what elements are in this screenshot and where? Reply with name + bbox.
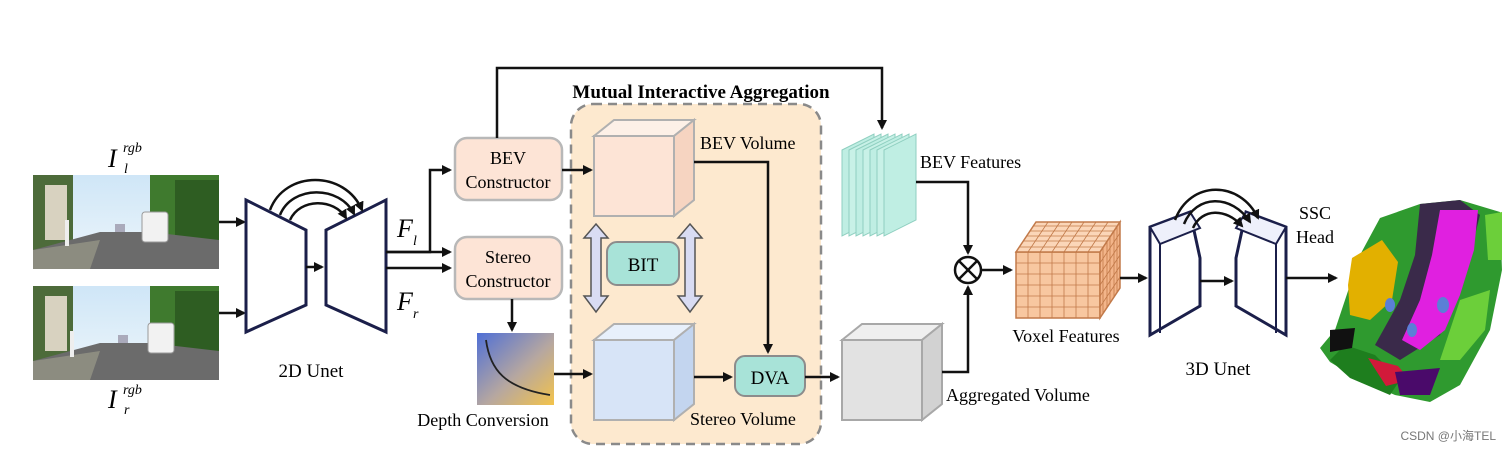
- right-image: [33, 286, 219, 380]
- bev-constructor: BEV Constructor: [453, 136, 564, 202]
- unet-3d-label: 3D Unet: [1186, 359, 1252, 380]
- svg-text:I: I: [107, 385, 118, 414]
- stereo-volume-label: Stereo Volume: [690, 409, 796, 429]
- svg-text:DVA: DVA: [751, 368, 790, 389]
- svg-text:rgb: rgb: [123, 383, 142, 398]
- svg-text:Constructor: Constructor: [466, 172, 551, 192]
- label-f-left: F l: [396, 214, 417, 249]
- left-image: [33, 175, 219, 269]
- label-f-right: F r: [396, 287, 419, 322]
- label-i-right: I rgb r: [107, 383, 142, 418]
- bev-features-stack: [841, 133, 917, 237]
- bit-double-arrow-right: [676, 222, 704, 314]
- unet-2d-label: 2D Unet: [279, 361, 345, 382]
- bit-block: BIT: [606, 241, 680, 286]
- bev-volume-cube: [591, 117, 697, 219]
- svg-text:Constructor: Constructor: [466, 271, 551, 291]
- ssc-head-label-1: SSC: [1299, 203, 1331, 223]
- stereo-volume-cube: [591, 321, 697, 423]
- svg-text:rgb: rgb: [123, 141, 142, 156]
- depth-conversion-plot: [477, 333, 554, 405]
- svg-text:F: F: [396, 214, 414, 243]
- svg-text:Stereo: Stereo: [485, 247, 531, 267]
- depth-conversion-label: Depth Conversion: [417, 410, 548, 430]
- aggregated-volume-cube: [839, 321, 945, 423]
- label-i-left: I rgb l: [107, 141, 142, 177]
- svg-text:BEV: BEV: [490, 148, 526, 168]
- svg-text:l: l: [413, 234, 417, 249]
- unet-2d: 2D Unet: [244, 178, 388, 382]
- voxel-features-cube: [1014, 219, 1122, 321]
- unet-3d: 3D Unet: [1148, 188, 1288, 380]
- watermark: CSDN @小海TEL: [1400, 428, 1496, 443]
- svg-text:r: r: [124, 403, 130, 418]
- bev-features-label: BEV Features: [920, 152, 1021, 172]
- svg-text:I: I: [107, 144, 118, 173]
- svg-text:r: r: [413, 307, 419, 322]
- svg-text:l: l: [124, 162, 128, 177]
- svg-text:BIT: BIT: [628, 255, 659, 276]
- stereo-constructor: Stereo Constructor: [453, 235, 564, 301]
- dva-block: DVA: [734, 355, 806, 397]
- ssc-head-label-2: Head: [1296, 227, 1334, 247]
- bev-volume-label: BEV Volume: [700, 133, 796, 153]
- bit-double-arrow-left: [582, 222, 610, 314]
- aggregated-volume-label: Aggregated Volume: [946, 385, 1090, 405]
- multiply-node: [953, 255, 983, 285]
- svg-text:F: F: [396, 287, 414, 316]
- semantic-scene-output: [1320, 200, 1502, 402]
- voxel-features-label: Voxel Features: [1012, 326, 1119, 346]
- mia-title: Mutual Interactive Aggregation: [572, 82, 830, 103]
